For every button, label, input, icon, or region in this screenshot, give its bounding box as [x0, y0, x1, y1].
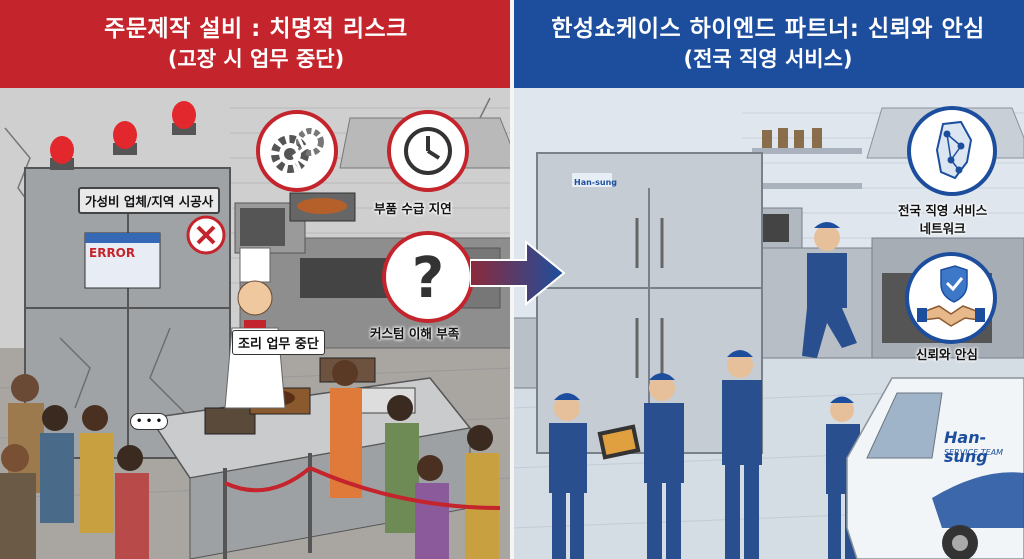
van-brand: Han-sung — [944, 428, 988, 466]
handshake-shield-icon — [905, 252, 997, 344]
network-label: 전국 직영 서비스 네트워크 — [898, 202, 987, 238]
left-illustration — [0, 88, 512, 559]
svg-text:?: ? — [412, 246, 444, 311]
customer-queue — [0, 360, 499, 559]
gear-broken-icon — [256, 110, 338, 192]
right-panel: 한성쇼케이스 하이엔드 파트너: 신뢰와 안심 (전국 직영 서비스) — [512, 0, 1024, 559]
siren-icon — [50, 101, 196, 170]
chef-bubble: 조리 업무 중단 — [232, 330, 325, 355]
clock-icon — [387, 110, 469, 192]
custom-lack-label: 커스텀 이해 부족 — [370, 326, 460, 341]
arrow-right-icon — [470, 239, 566, 307]
van-sub: SERVICE TEAM — [944, 448, 1004, 457]
service-van — [846, 377, 1024, 559]
technician-kneeling — [802, 222, 857, 358]
left-panel: 주문제작 설비 : 치명적 리스크 (고장 시 업무 중단) — [0, 0, 512, 559]
right-title: 한성쇼케이스 하이엔드 파트너: 신뢰와 안심 — [551, 16, 985, 42]
map-network-icon — [907, 106, 997, 196]
left-subtitle: (고장 시 업무 중단) — [167, 47, 345, 71]
left-scene: 가성비 업체/지역 시공사 ERROR 조리 업무 중단 • • • 부품 수급… — [0, 88, 512, 559]
technician-1 — [549, 393, 587, 559]
trust-label: 신뢰와 안심 — [916, 347, 978, 362]
technician-4 — [826, 396, 860, 559]
network-label-line2: 네트워크 — [919, 221, 966, 236]
technician-2 — [644, 373, 684, 559]
installer-sign: 가성비 업체/지역 시공사 — [78, 187, 221, 214]
left-banner: 주문제작 설비 : 치명적 리스크 (고장 시 업무 중단) — [0, 0, 512, 88]
technician-3 — [722, 350, 762, 559]
right-banner: 한성쇼케이스 하이엔드 파트너: 신뢰와 안심 (전국 직영 서비스) — [512, 0, 1024, 88]
fridge-brand: Han-sung — [574, 178, 617, 187]
network-label-line1: 전국 직영 서비스 — [898, 203, 988, 218]
right-subtitle: (전국 직영 서비스) — [683, 47, 853, 71]
right-scene: Han-sung Han-sung SERVICE TEAM 전국 직영 서비스… — [512, 88, 1024, 559]
speech-dots: • • • — [130, 413, 169, 430]
left-title: 주문제작 설비 : 치명적 리스크 — [104, 16, 408, 42]
error-text: ERROR — [89, 246, 136, 260]
parts-delay-label: 부품 수급 지연 — [374, 201, 452, 216]
question-icon: ? — [382, 231, 474, 323]
